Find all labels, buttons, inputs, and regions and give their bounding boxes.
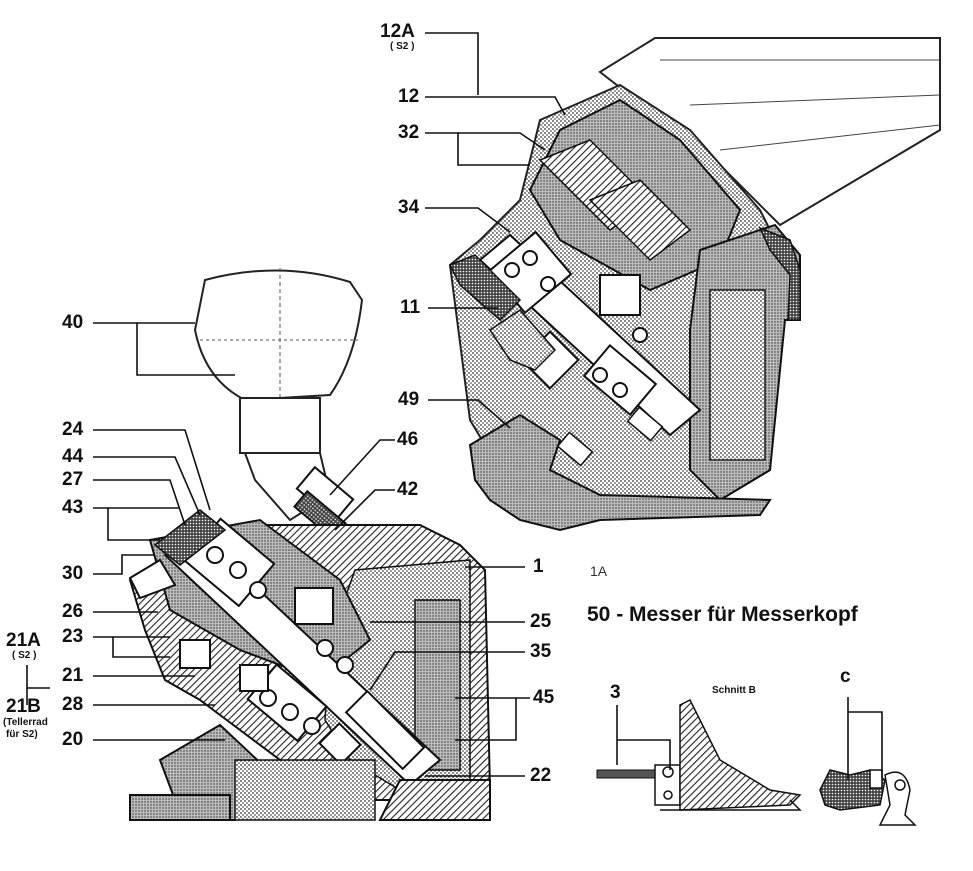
label-21B: 21B bbox=[6, 696, 41, 717]
label-46: 46 bbox=[397, 429, 419, 450]
label-45: 45 bbox=[533, 687, 555, 708]
label-28: 28 bbox=[62, 694, 84, 715]
knob-stem bbox=[239, 397, 321, 454]
upper-flange bbox=[468, 413, 772, 532]
label-26: 26 bbox=[62, 601, 84, 622]
label-23: 23 bbox=[62, 626, 84, 647]
label-27: 27 bbox=[62, 469, 84, 490]
note-1A: 1A bbox=[590, 563, 608, 579]
label-21A-sub: ( S2 ) bbox=[12, 650, 37, 661]
label-24: 24 bbox=[62, 419, 84, 440]
upper-bearing-2 bbox=[582, 327, 658, 417]
label-30: 30 bbox=[62, 563, 84, 584]
label-35: 35 bbox=[530, 641, 552, 662]
caption-knife: 50 - Messer für Messerkopf bbox=[587, 603, 858, 626]
label-12A-sub: ( S2 ) bbox=[390, 41, 415, 52]
label-40: 40 bbox=[62, 312, 84, 333]
label-c: c bbox=[840, 666, 851, 687]
label-21B-sub1: (Tellerrad bbox=[3, 717, 48, 728]
label-21A: 21A bbox=[6, 630, 41, 651]
leader-lines bbox=[26, 32, 883, 780]
knife-detail-c bbox=[819, 769, 917, 826]
label-34: 34 bbox=[398, 197, 420, 218]
lower-bearing-3 bbox=[316, 639, 354, 674]
label-22: 22 bbox=[530, 765, 552, 786]
knife-detail-3 bbox=[596, 698, 802, 811]
label-11: 11 bbox=[400, 297, 421, 318]
label-12: 12 bbox=[398, 86, 420, 107]
label-3: 3 bbox=[610, 682, 621, 703]
label-32: 32 bbox=[398, 122, 420, 143]
label-12A: 12A bbox=[380, 21, 415, 42]
label-21B-sub2: für S2) bbox=[6, 729, 38, 740]
lower-head-assembly bbox=[128, 268, 492, 821]
upper-head-assembly bbox=[448, 37, 941, 532]
label-49: 49 bbox=[398, 389, 420, 410]
label-21: 21 bbox=[62, 665, 84, 686]
label-44: 44 bbox=[62, 446, 84, 467]
label-20: 20 bbox=[62, 729, 84, 750]
label-25: 25 bbox=[530, 611, 552, 632]
label-42: 42 bbox=[397, 479, 419, 500]
knob-40 bbox=[193, 269, 364, 402]
detail-label-schnitt-b: Schnitt B bbox=[712, 685, 756, 696]
label-43: 43 bbox=[62, 497, 84, 518]
label-1: 1 bbox=[533, 556, 544, 577]
